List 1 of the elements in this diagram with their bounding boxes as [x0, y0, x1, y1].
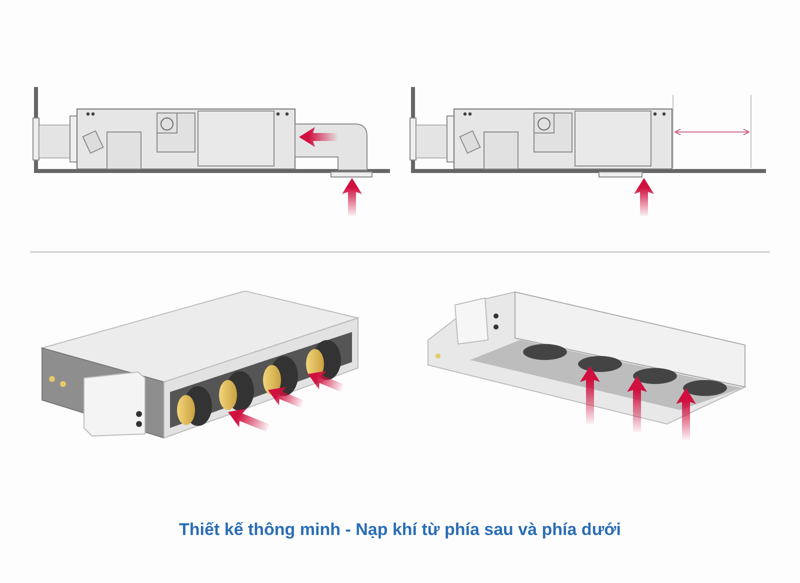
caption: Thiết kế thông minh - Nạp khí từ phía sau và phía dưới	[178, 520, 622, 540]
